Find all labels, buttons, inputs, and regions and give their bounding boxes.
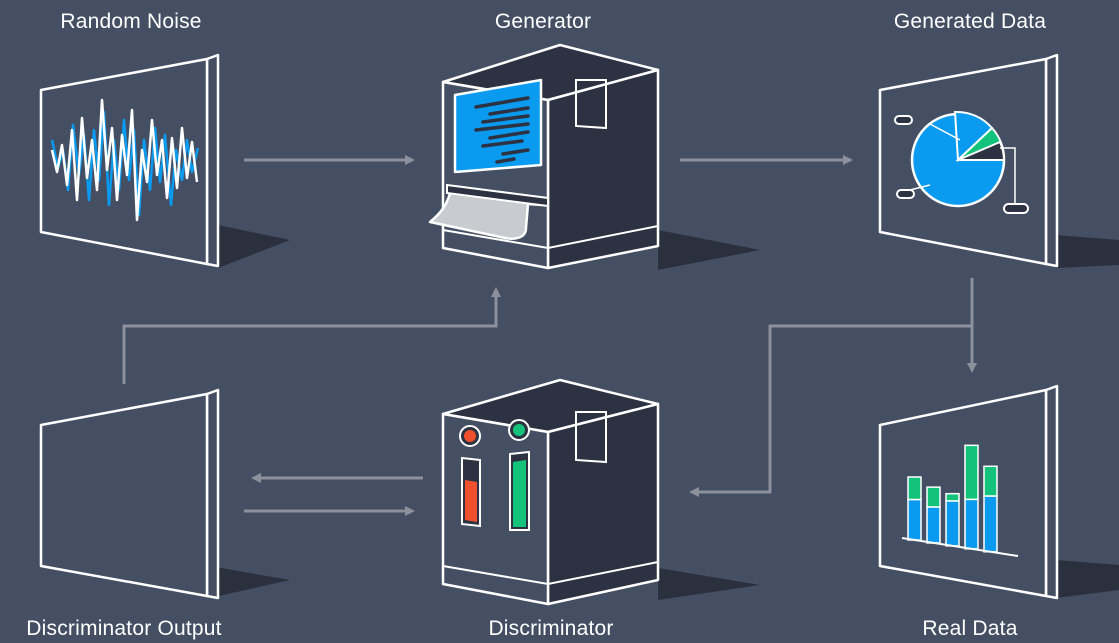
- blank-screen-icon: [39, 392, 209, 598]
- arrows: [122, 155, 977, 516]
- bar-blue-segment: [907, 498, 922, 541]
- bar-chart-baseline: [901, 537, 1019, 557]
- bar-green-segment: [945, 492, 960, 502]
- bar-blue-segment: [964, 498, 979, 550]
- bar-blue-segment: [983, 495, 998, 553]
- label-discriminator: Discriminator: [488, 617, 614, 640]
- pie-chart-icon: [894, 110, 1029, 214]
- label-real-data: Real Data: [922, 617, 1018, 640]
- bar-green-segment: [983, 465, 998, 497]
- arrow-to-discriminator: [689, 324, 972, 497]
- label-generator: Generator: [494, 10, 592, 33]
- bar-green-segment: [964, 444, 979, 501]
- label-random-noise: Random Noise: [60, 10, 202, 33]
- bar-blue-segment: [926, 506, 941, 544]
- generated-data-panel: [878, 53, 1059, 268]
- discriminator-machine-icon: [441, 378, 660, 606]
- bar-green-segment: [926, 486, 941, 508]
- discriminator-output-panel: [39, 388, 220, 600]
- label-discriminator-output: Discriminator Output: [26, 617, 222, 640]
- label-generated-data: Generated Data: [893, 10, 1047, 33]
- generator-machine-icon: [428, 43, 660, 270]
- bar-green-segment: [907, 476, 922, 501]
- arrow-output-to-generator: [122, 287, 501, 384]
- waveform-icon: [50, 98, 200, 222]
- shadows: [210, 225, 1119, 600]
- code-lines: [474, 96, 530, 164]
- random-noise-panel: [39, 53, 220, 268]
- bar-blue-segment: [945, 500, 960, 547]
- real-data-panel: [878, 384, 1059, 600]
